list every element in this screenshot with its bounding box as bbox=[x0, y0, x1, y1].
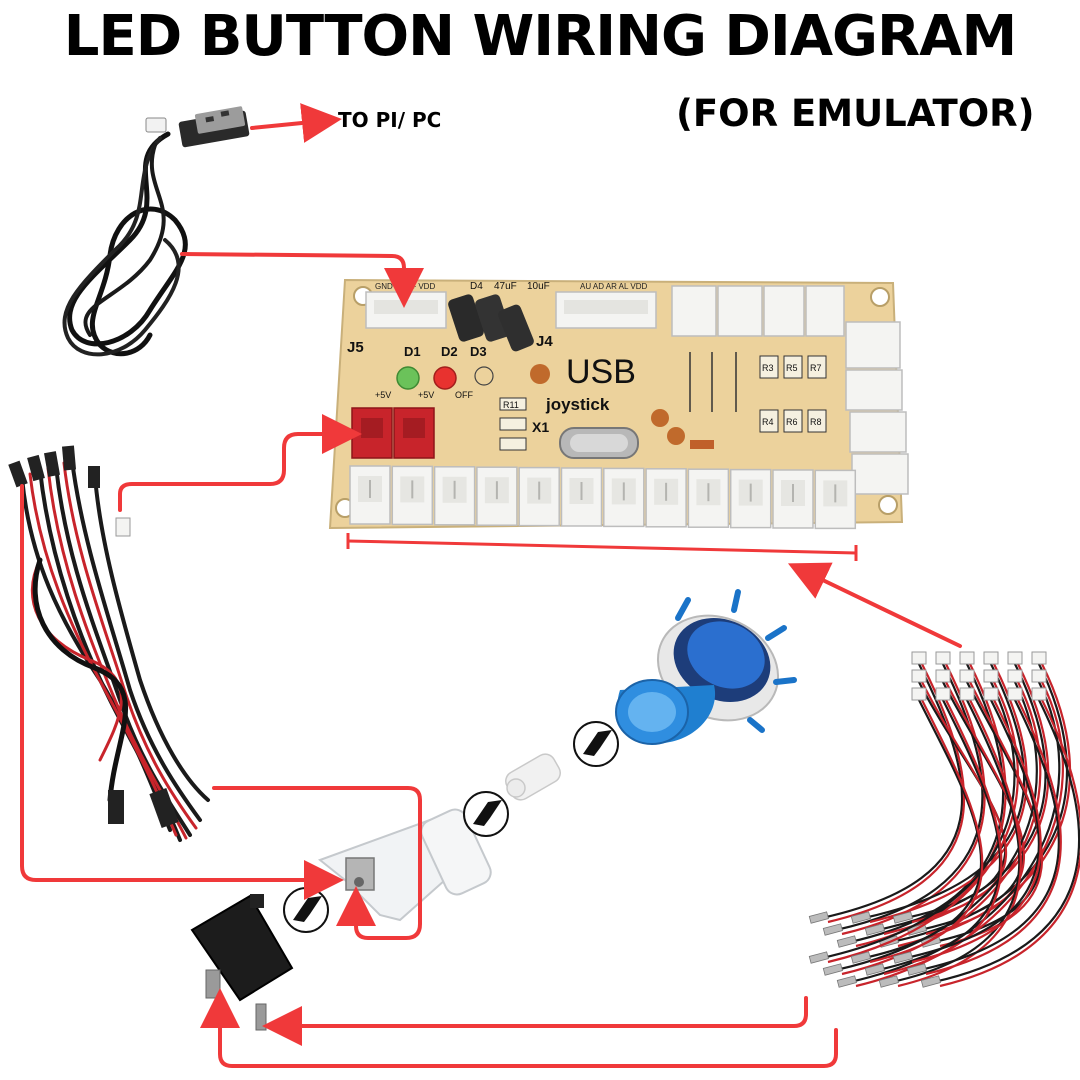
button-headers bbox=[349, 465, 857, 530]
board-joystick-label: joystick bbox=[545, 395, 610, 414]
button-header-arrow bbox=[787, 562, 962, 648]
switch-terminal-arrow-2 bbox=[200, 988, 838, 1068]
label-d2: D2 bbox=[441, 344, 458, 359]
button-header bbox=[433, 466, 476, 526]
usb-cable-icon bbox=[62, 106, 250, 357]
button-header bbox=[729, 468, 772, 529]
label-r6: R6 bbox=[786, 417, 798, 427]
switch-housing-icon bbox=[317, 808, 492, 922]
label-r4: R4 bbox=[762, 417, 774, 427]
button-header bbox=[645, 468, 687, 528]
page-subtitle: (FOR EMULATOR) bbox=[676, 92, 1035, 135]
label-d3: D3 bbox=[470, 344, 487, 359]
assembly-arrow-icon bbox=[573, 721, 619, 767]
label-r5: R5 bbox=[786, 363, 798, 373]
button-header bbox=[772, 469, 814, 529]
label-r11: R11 bbox=[503, 400, 519, 410]
label-r7: R7 bbox=[810, 363, 822, 373]
label-d4: D4 bbox=[470, 281, 483, 292]
label-x1: X1 bbox=[532, 419, 549, 435]
led-loop-arrow bbox=[212, 786, 422, 940]
button-header bbox=[603, 467, 645, 528]
label-r8: R8 bbox=[810, 417, 822, 427]
switch-terminal-arrow-1 bbox=[262, 996, 808, 1046]
button-header bbox=[814, 469, 857, 530]
label-j4: J4 bbox=[536, 333, 553, 350]
button-header bbox=[687, 468, 730, 528]
to-pc-label: TO PI/ PC bbox=[338, 108, 442, 132]
label-d1: D1 bbox=[404, 344, 421, 359]
usb-header-arrow bbox=[180, 252, 424, 308]
assembly-arrow-icon bbox=[463, 791, 509, 837]
button-header bbox=[518, 466, 560, 527]
led-red-icon bbox=[433, 366, 457, 390]
usb-encoder-board: GND D- D+ VDD AU AD AR AL VDD J5 J4 D4 4… bbox=[328, 278, 909, 530]
led-green-icon bbox=[396, 366, 420, 390]
label-5v-a: +5V bbox=[375, 390, 391, 400]
button-header bbox=[391, 465, 434, 526]
label-r3: R3 bbox=[762, 363, 774, 373]
assembly-arrow-icon bbox=[283, 887, 329, 933]
to-pc-arrow bbox=[250, 103, 342, 143]
led-header-arrow bbox=[118, 414, 362, 512]
button-header bbox=[349, 465, 391, 525]
page-title: LED BUTTON WIRING DIAGRAM bbox=[63, 4, 1017, 69]
header-label-dirs: AU AD AR AL VDD bbox=[580, 282, 648, 291]
label-cap2: 10uF bbox=[527, 281, 550, 292]
assembly-arrows bbox=[283, 721, 619, 933]
led-contact-arrow bbox=[20, 484, 344, 900]
arcade-button-icon bbox=[615, 589, 797, 745]
label-j5: J5 bbox=[347, 339, 364, 356]
button-header bbox=[476, 466, 518, 526]
label-cap1: 47uF bbox=[494, 281, 517, 292]
label-5v-b: +5V bbox=[418, 390, 434, 400]
button-header bbox=[560, 467, 603, 527]
led-bulb-icon bbox=[505, 753, 561, 801]
button-harness-icon bbox=[808, 651, 1080, 988]
board-usb-label: USB bbox=[566, 353, 636, 391]
led-harness-icon bbox=[8, 445, 210, 842]
microswitch-icon bbox=[190, 894, 294, 1031]
label-off: OFF bbox=[455, 390, 473, 400]
